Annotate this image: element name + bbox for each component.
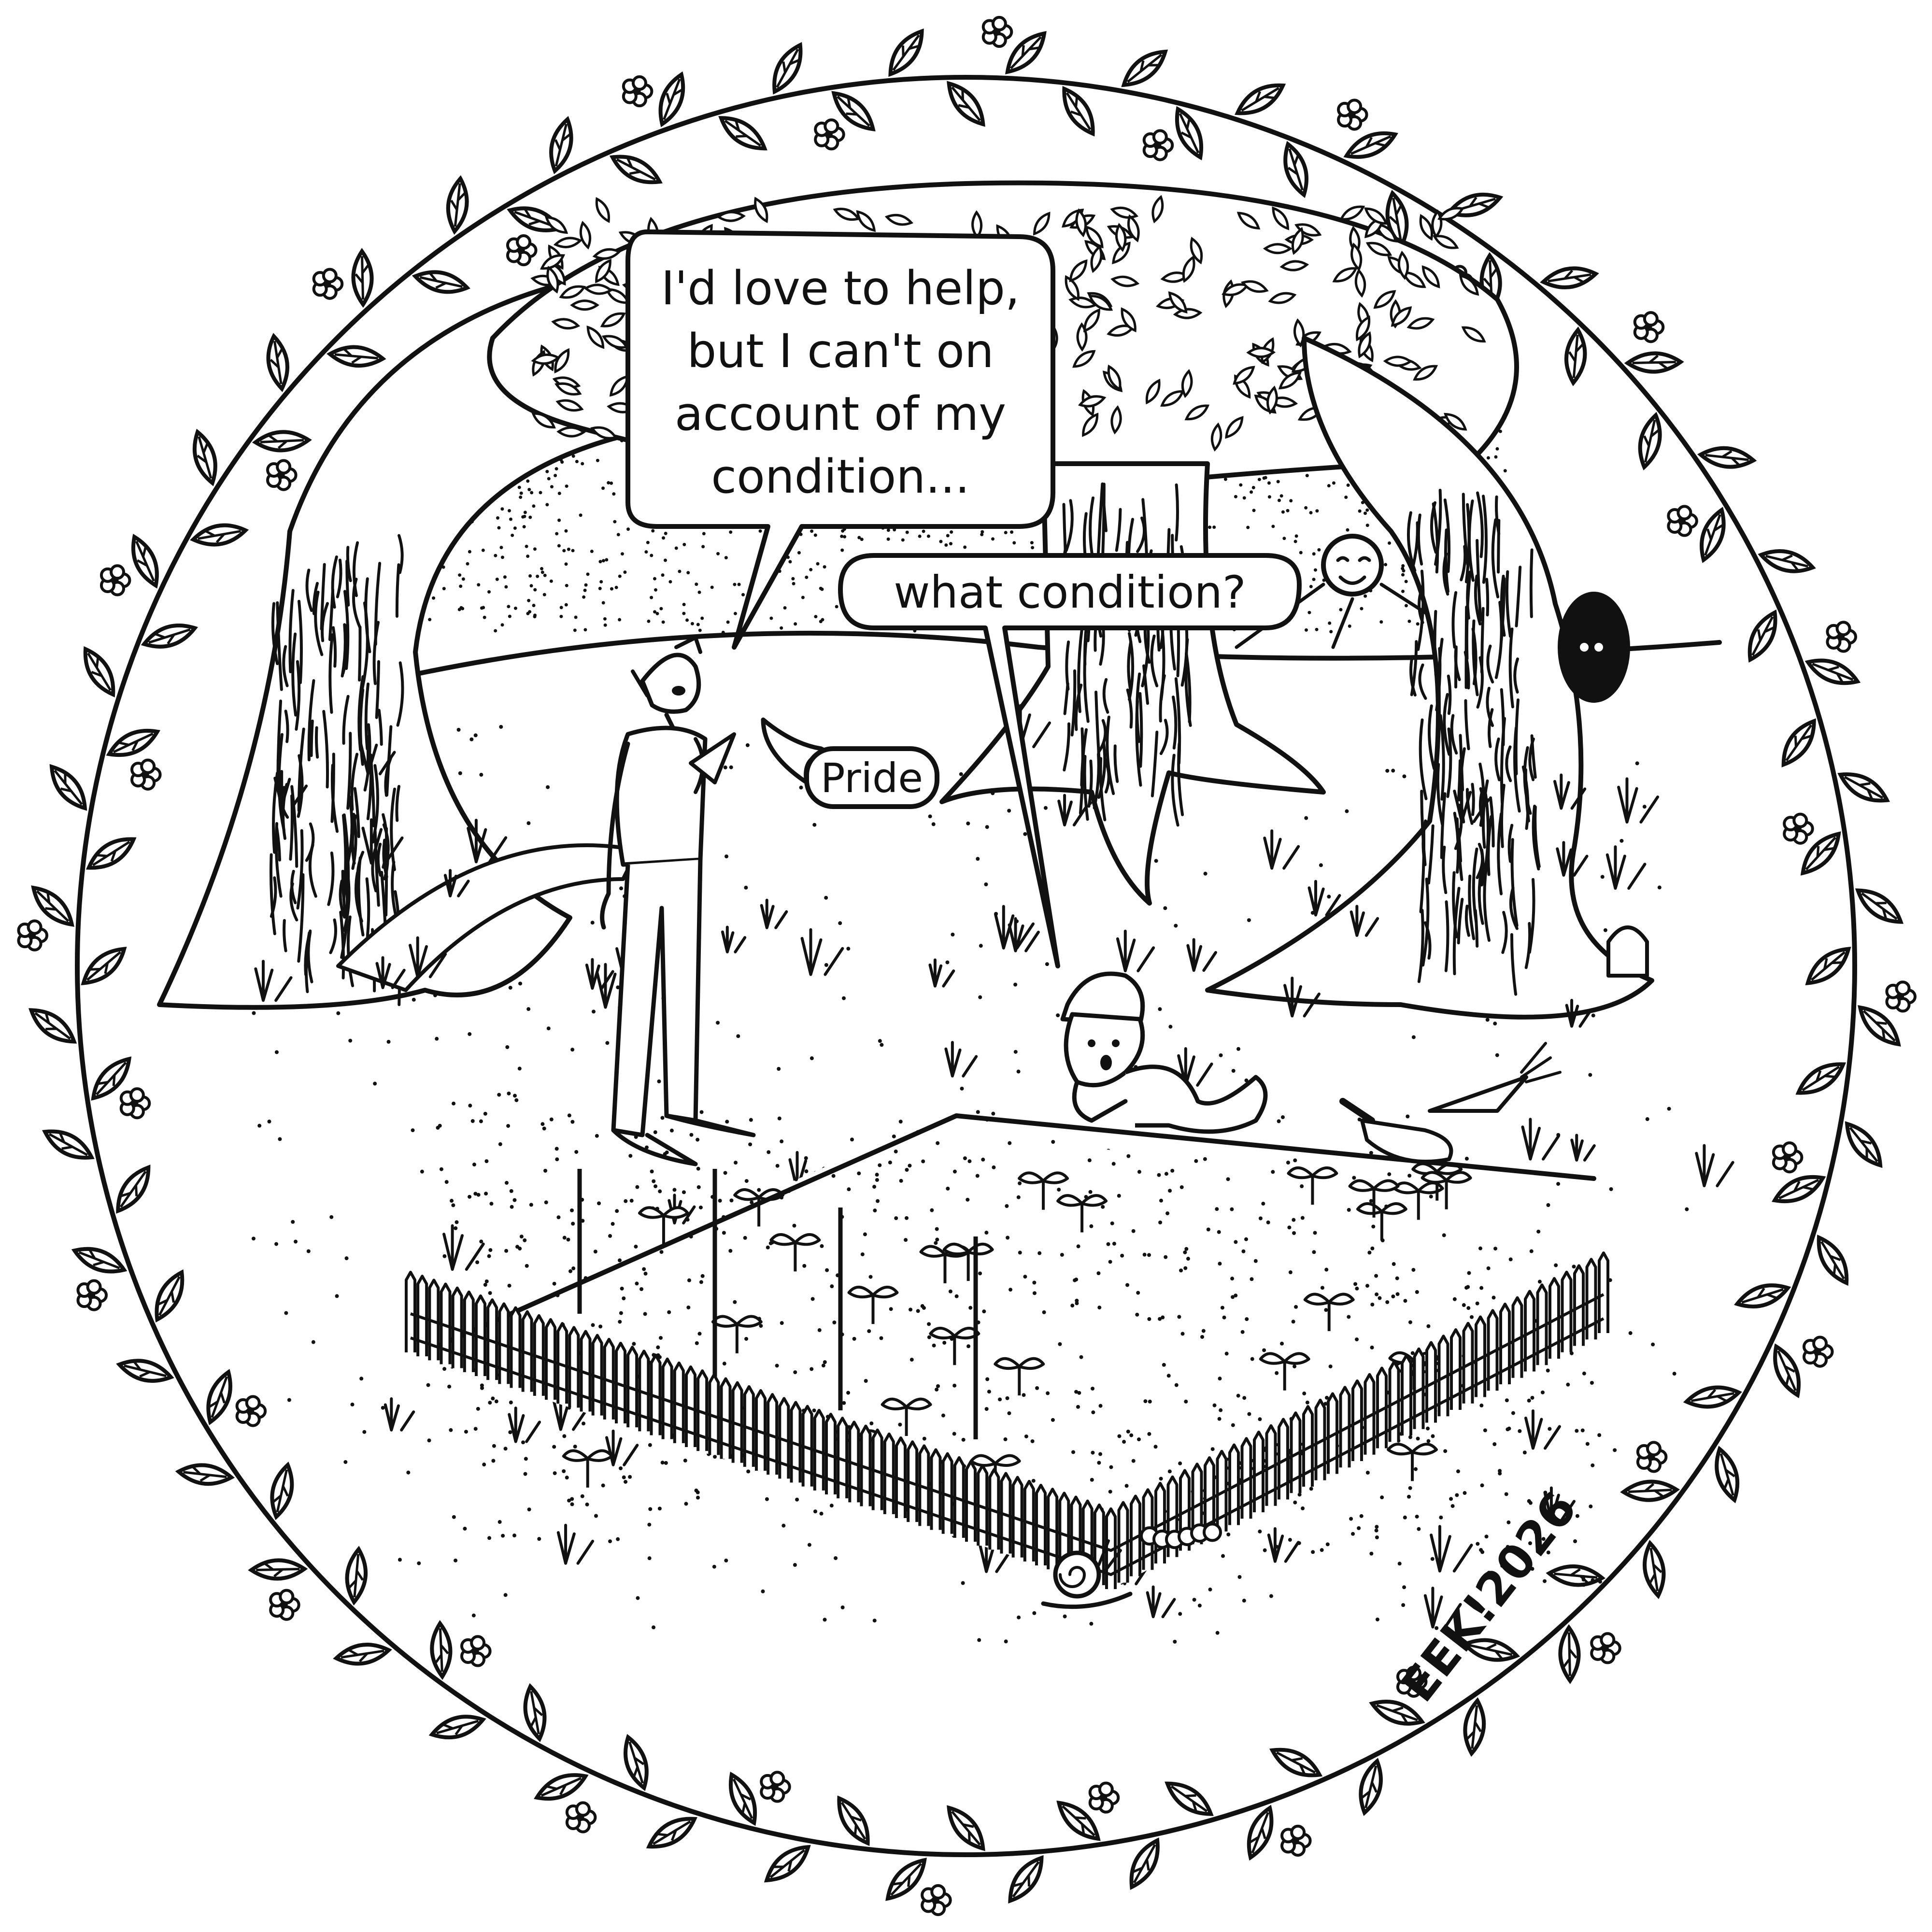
hat-icon — [1060, 971, 1145, 1026]
speech-bubble-answer: Pride — [761, 717, 939, 809]
tree-icon — [1205, 336, 1654, 1020]
tiny-door — [1606, 925, 1649, 978]
speech-line-1: I'd love to help, — [661, 261, 1020, 315]
elf-character — [600, 636, 756, 1166]
back-border — [432, 1113, 1596, 1350]
tree-hollow-eyes-icon — [1558, 592, 1630, 703]
carrot-icon — [689, 732, 736, 784]
caterpillar-icon — [1140, 1522, 1222, 1549]
answer-text: Pride — [821, 754, 923, 802]
speech-bubble-gardener: what condition? — [838, 553, 1302, 968]
trowel-icon — [1339, 1098, 1453, 1164]
leaf-vine-border-icon — [17, 15, 1917, 1917]
artist-signature: EEK!2026 — [1391, 1482, 1587, 1712]
carrot-icon — [1428, 1042, 1562, 1113]
snail-icon — [1041, 1539, 1133, 1609]
flower-icon — [17, 15, 1917, 1917]
speech-line-2: but I can't on — [687, 324, 994, 378]
speech-line-3: account of my — [675, 387, 1006, 441]
speech-bubble-elf: I'd love to help, but I can't on account… — [625, 229, 1055, 650]
garden-bed — [405, 1091, 1609, 1589]
picket-fence-icon — [405, 1251, 1609, 1589]
question-text: what condition? — [894, 567, 1246, 618]
speech-line-4: condition... — [711, 450, 969, 504]
gardener-character — [1060, 971, 1268, 1134]
